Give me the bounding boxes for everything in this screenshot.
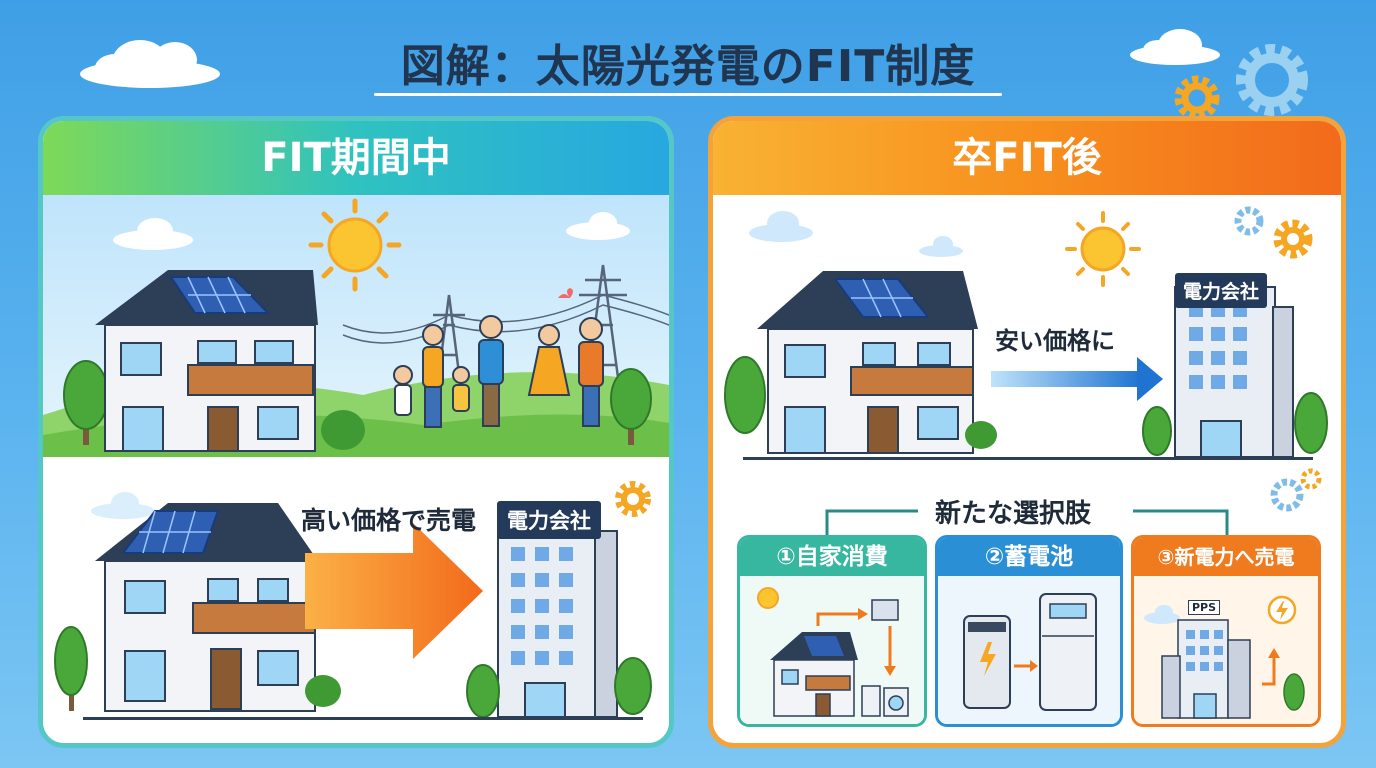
cloud-icon [749, 211, 813, 242]
tree-icon [614, 657, 652, 715]
gear-icon [1234, 206, 1264, 236]
family-icon [393, 288, 604, 428]
low-price-arrow-icon [991, 357, 1163, 401]
fridge-icon [861, 685, 881, 717]
new-choices-title: 新たな選択肢 [935, 499, 1092, 529]
option-label: ③新電力へ売電 [1134, 538, 1318, 576]
tree-icon [54, 626, 88, 711]
cloud-icon [1144, 605, 1180, 624]
self-consumption-icon [740, 576, 924, 724]
gear-icon [1300, 468, 1322, 490]
option-new-power-sales: ③新電力へ売電 PPS [1131, 535, 1321, 727]
fit-period-header: FIT期間中 [43, 121, 669, 195]
post-fit-scene [713, 195, 1341, 465]
gear-icon [1270, 478, 1304, 512]
option-self-consumption: ①自家消費 [737, 535, 927, 727]
house-with-solar-icon [757, 271, 978, 454]
fit-selling-scene [43, 461, 669, 743]
tree-icon [610, 368, 652, 445]
company-label: 電力会社 [497, 501, 601, 539]
tree-icon [965, 421, 997, 449]
sun-icon [1065, 211, 1141, 287]
cloud-icon [91, 492, 155, 519]
choices-connector [825, 468, 1322, 535]
low-price-label: 安い価格に [995, 327, 1115, 355]
title-underline [374, 93, 1002, 96]
new-power-company-icon [1134, 576, 1318, 724]
tree-icon [321, 410, 365, 450]
power-company-building-icon [1174, 286, 1294, 458]
option-label: ①自家消費 [740, 538, 924, 576]
gear-icon [1236, 44, 1308, 116]
sell-arrow-icon [305, 523, 483, 659]
tree-icon [1294, 392, 1328, 454]
laptop-icon [871, 599, 899, 621]
lightning-icon [1267, 595, 1297, 625]
tree-icon [466, 664, 500, 718]
sun-icon [757, 587, 779, 609]
house-with-solar-icon [95, 503, 318, 712]
cloud-icon [113, 218, 193, 250]
storage-battery-icon [938, 576, 1120, 724]
sun-icon [308, 198, 402, 292]
gear-icon [615, 481, 651, 517]
option-label: ②蓄電池 [938, 538, 1120, 576]
cloud-icon [80, 40, 220, 88]
tree-icon [724, 356, 766, 434]
fit-family-scene [43, 195, 669, 461]
tree-icon [1142, 406, 1172, 456]
fit-period-panel: FIT期間中 [38, 116, 674, 748]
washing-machine-icon [883, 687, 909, 717]
company-label: 電力会社 [1175, 273, 1268, 308]
post-fit-header: 卒FIT後 [713, 121, 1341, 195]
tree-icon [305, 675, 341, 707]
option-storage-battery: ②蓄電池 [935, 535, 1123, 727]
cloud-icon [919, 236, 963, 257]
power-company-building-icon [497, 530, 618, 718]
tree-icon [1283, 673, 1305, 711]
post-fit-panel: 卒FIT後 [708, 116, 1346, 748]
house-with-solar-icon [95, 270, 318, 452]
pps-badge: PPS [1188, 600, 1221, 615]
page-title: 図解：太陽光発電のFIT制度 [400, 41, 976, 92]
gear-icon [1174, 75, 1220, 121]
cloud-icon [566, 212, 630, 240]
gear-icon [1273, 219, 1313, 259]
cloud-icon [1130, 29, 1220, 65]
high-price-sell-label: 高い価格で売電 [301, 506, 477, 535]
